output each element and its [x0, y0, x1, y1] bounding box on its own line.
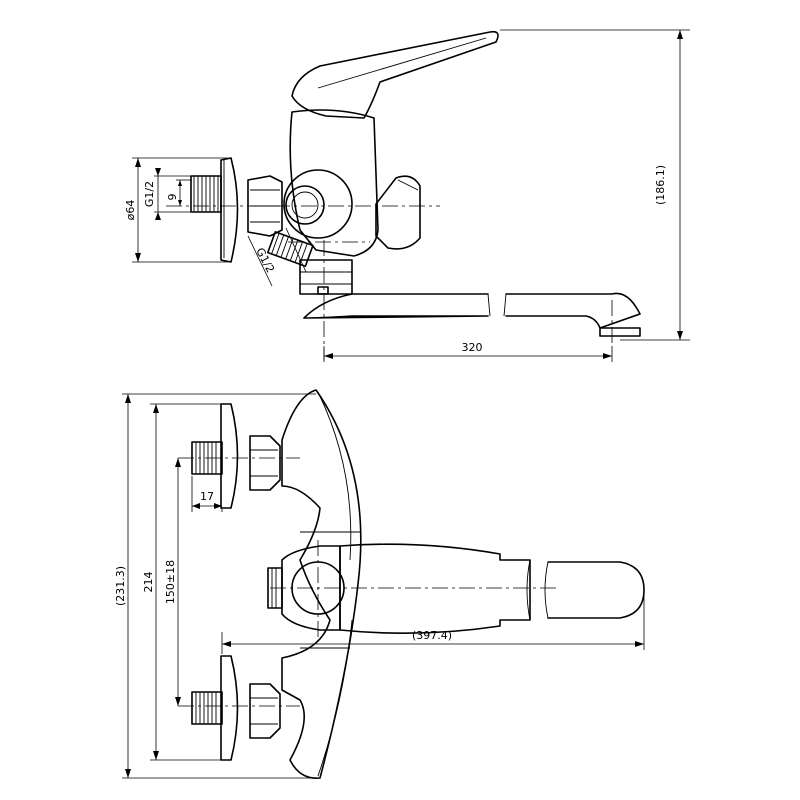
dim-height-label: (186.1) [654, 165, 667, 205]
dim-overall-width-label: (231.3) [114, 566, 127, 606]
mixer-body [289, 109, 379, 257]
upper-wall-flange [220, 403, 239, 509]
curved-body [281, 389, 362, 779]
lower-inlet-thread [191, 691, 223, 725]
spout [303, 292, 641, 329]
lower-wall-flange [220, 655, 239, 761]
dim-thread-offset-label: 9 [166, 194, 179, 201]
upper-hex-nut [249, 435, 281, 491]
dim-outlet-thread-label: G1/2 [253, 246, 277, 275]
lever-tip [547, 561, 645, 619]
dim-thread-label: G1/2 [143, 181, 156, 207]
dim-spout-length-label: 320 [462, 341, 483, 354]
lever-handle [291, 30, 499, 119]
spout-collar [299, 259, 353, 295]
inlet-thread-hatch [193, 176, 219, 212]
body-ring [283, 169, 353, 239]
aerator [599, 327, 641, 337]
diverter-knob [375, 175, 421, 250]
dim-spread-label: 214 [142, 572, 155, 593]
dim-reach-label: (397.4) [412, 629, 452, 642]
dim-flange-diameter-label: ø64 [124, 200, 137, 221]
wall-flange [220, 157, 239, 263]
dim-thread-length-label: 17 [200, 490, 214, 503]
top-view: (231.3) 214 150±18 17 (397.4) [114, 389, 645, 779]
top-lever [339, 543, 531, 634]
dim-centers-label: 150±18 [164, 560, 177, 604]
hex-nut [247, 175, 283, 237]
side-view: (186.1) 320 ø64 G1/2 9 G1/2 [124, 29, 690, 362]
lower-hex-nut [249, 683, 281, 739]
